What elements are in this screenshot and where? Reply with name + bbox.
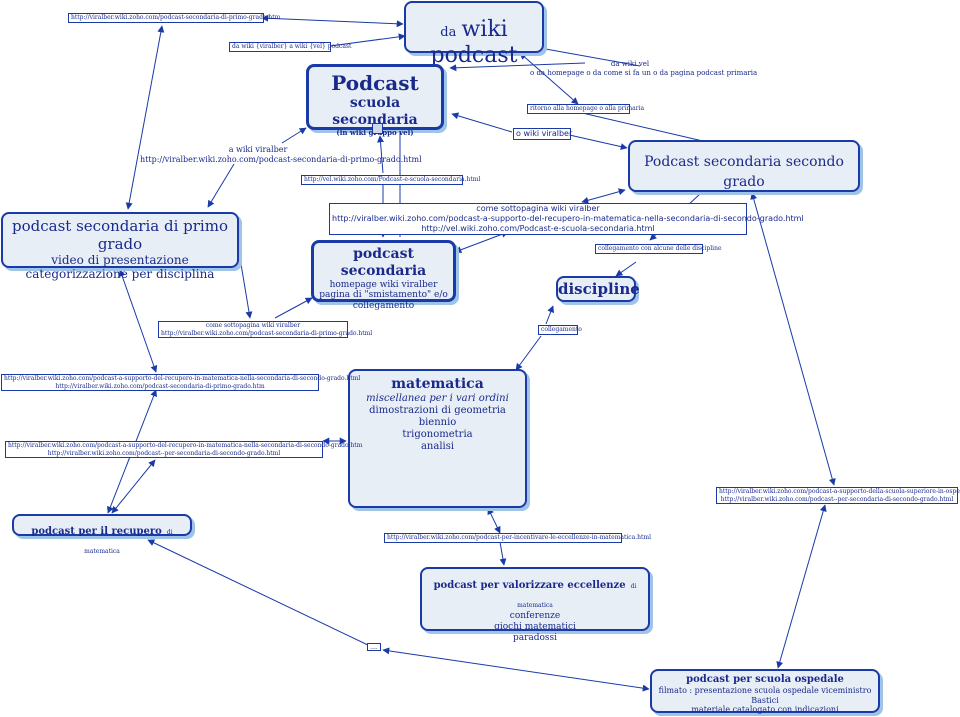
wiki-podcast-node[interactable]: da wiki podcast bbox=[404, 1, 544, 68]
podcast-secondaria-line1: homepage wiki viralber bbox=[329, 279, 438, 290]
link-label-collegamento[interactable]: collegamento bbox=[538, 325, 582, 335]
podcast-secondaria-line2: pagina di "smistamento" e/o bbox=[319, 290, 448, 301]
link-label-eccellenze-url[interactable]: http://viralber.wiki.zoho.com/podcast-pe… bbox=[384, 533, 651, 543]
link-label-vel-url[interactable]: http://vel.wiki.zoho.com/Podcast-e-scuol… bbox=[301, 175, 480, 185]
matematica-title: matematica bbox=[391, 376, 484, 392]
primo-grado-line1: video di presentazione bbox=[51, 253, 189, 267]
matematica-line1: miscellanea per i vari ordini bbox=[366, 392, 509, 404]
ospedale-line2: materiale catalogato con indicazioni bbox=[691, 705, 839, 715]
primo-grado-title: podcast secondaria di primo grado bbox=[12, 217, 228, 253]
podcast-secondaria-node[interactable]: podcast secondaria homepage wiki viralbe… bbox=[311, 240, 456, 311]
podcast-primo-grado-node[interactable]: podcast secondaria di primo grado video … bbox=[1, 212, 239, 281]
matematica-line4: analisi bbox=[420, 440, 455, 452]
link-label-ospedale-url[interactable]: http://viralber.wiki.zoho.com/podcast-a-… bbox=[716, 487, 960, 504]
podcast-recupero-node[interactable]: podcast per il recupero di matematica bbox=[12, 514, 192, 555]
link-label-o-wiki-viralber[interactable]: o wiki viralber bbox=[513, 128, 572, 140]
link-label-top-url[interactable]: http://viralber.wiki.zoho.com/podcast-se… bbox=[68, 13, 280, 23]
link-label-da-wiki-vel: da wiki vel o da homepage o da come si f… bbox=[530, 60, 758, 78]
ospedale-title: podcast per scuola ospedale bbox=[686, 674, 844, 685]
podcast-secondaria-line3: collegamento bbox=[352, 301, 415, 312]
attachment-icon[interactable] bbox=[372, 123, 383, 134]
link-label-recupero-url-a[interactable]: http://viralber.wiki.zoho.com/podcast-a-… bbox=[1, 374, 360, 391]
podcast-main-title: Podcast bbox=[331, 71, 419, 95]
podcast-ospedale-node[interactable]: podcast per scuola ospedale filmato : pr… bbox=[650, 669, 880, 715]
eccellenze-title: podcast per valorizzare eccellenze bbox=[433, 580, 626, 591]
recupero-suffix: di matematica bbox=[84, 529, 173, 556]
eccellenze-line2: giochi matematici bbox=[494, 622, 576, 633]
eccellenze-line1: conferenze bbox=[509, 611, 561, 622]
link-label-a-wiki-viralber: a wiki viralber http://viralber.wiki.zoh… bbox=[140, 145, 422, 165]
primo-grado-line2: categorizzazione per disciplina bbox=[25, 267, 215, 282]
discipline-title: discipline bbox=[558, 280, 640, 298]
wiki-podcast-title: wiki podcast bbox=[430, 17, 518, 69]
secondo-grado-title: Podcast secondaria secondo grado bbox=[644, 154, 844, 190]
link-label-sottopagina[interactable]: come sottopagina wiki viralber http://vi… bbox=[329, 203, 804, 235]
wiki-podcast-prefix: da bbox=[440, 25, 457, 40]
link-label-ritorno[interactable]: ritorno alla homepage o alla primaria bbox=[527, 104, 644, 114]
matematica-line2: dimostrazioni di geometria biennio bbox=[369, 404, 506, 428]
podcast-secondaria-title: podcast secondaria bbox=[340, 246, 427, 279]
matematica-node[interactable]: matematica miscellanea per i vari ordini… bbox=[348, 369, 527, 508]
eccellenze-line3: paradossi bbox=[512, 632, 558, 643]
podcast-secondo-grado-node[interactable]: Podcast secondaria secondo grado bbox=[628, 140, 860, 192]
podcast-eccellenze-node[interactable]: podcast per valorizzare eccellenze di ma… bbox=[420, 567, 650, 643]
link-label-collegamento-discipline[interactable]: collegamento con alcune delle discipline bbox=[595, 244, 722, 254]
link-label-recupero-url-b[interactable]: http://viralber.wiki.zoho.com/podcast-a-… bbox=[5, 441, 362, 458]
podcast-main-subtitle: scuola secondaria bbox=[332, 95, 418, 128]
link-label-sottopagina-primo[interactable]: come sottopagina wiki viralber http://vi… bbox=[158, 321, 372, 338]
link-label-small-box[interactable]: .... bbox=[367, 643, 381, 651]
podcast-scuola-secondaria-node[interactable]: Podcast scuola secondaria (in wiki grupp… bbox=[306, 64, 444, 136]
eccellenze-suffix: di matematica bbox=[517, 583, 637, 610]
link-label-da-wiki-viralber[interactable]: da wiki {viralber} a wiki {vel} podcast bbox=[229, 42, 351, 52]
discipline-node[interactable]: discipline bbox=[556, 276, 640, 302]
matematica-line3: trigonometria bbox=[402, 428, 473, 440]
ospedale-line1: filmato : presentazione scuola ospedale … bbox=[658, 686, 872, 705]
recupero-title: podcast per il recupero bbox=[31, 526, 162, 537]
